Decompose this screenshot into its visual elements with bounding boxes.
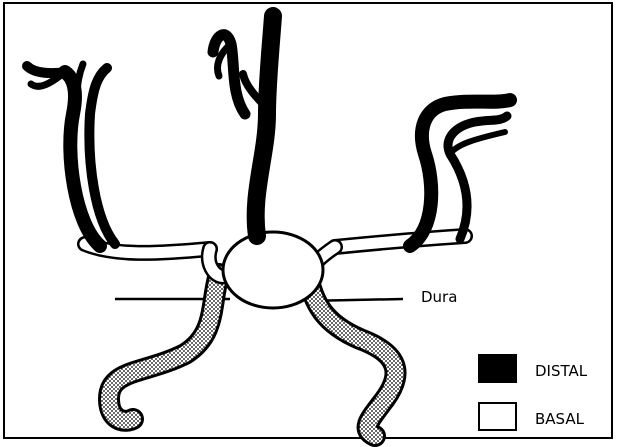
vessel-diagram: Dura DISTAL BASAL [5, 4, 618, 447]
basal-left-lower-vessel [109, 274, 219, 421]
basal-right-lower-vessel [307, 272, 396, 436]
distal-right-vessel [410, 100, 510, 246]
legend-basal-swatch [479, 403, 516, 430]
legend-basal-label: BASAL [535, 410, 585, 428]
central-vessel-ring [223, 232, 323, 308]
distal-left-vessel [27, 64, 115, 246]
legend: DISTAL BASAL [479, 355, 588, 430]
legend-distal-label: DISTAL [535, 362, 588, 380]
dura-label: Dura [421, 288, 457, 306]
diagram-frame: Dura DISTAL BASAL [3, 2, 613, 439]
distal-center-vessel [213, 16, 273, 236]
legend-distal-swatch [479, 355, 516, 382]
